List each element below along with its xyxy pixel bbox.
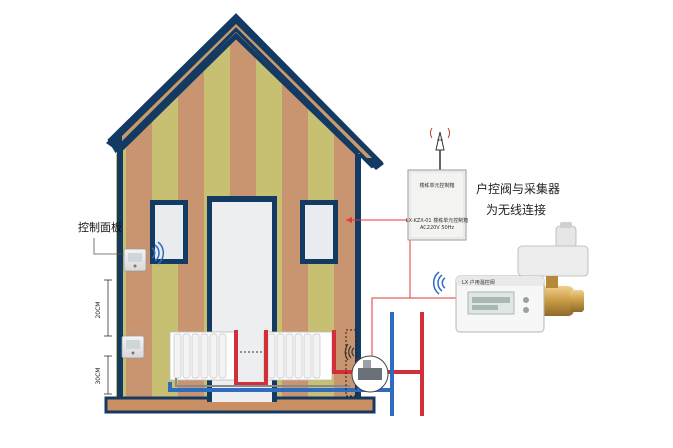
gray-pipe [175,378,350,387]
valve-wifi-icon [344,343,355,361]
return-pipe [168,312,394,416]
control-panel-lower[interactable] [121,335,145,359]
household-meter[interactable]: LX 户用温控阀 [455,275,545,333]
antenna-icon [430,127,450,172]
wireless-caption-line1: 户控阀与采集器 [476,181,560,196]
hot-pipe [234,312,424,416]
dimension-lower-label: 30CM [95,367,102,384]
meter-brand: LX 户用温控阀 [462,279,495,286]
radiator-right [263,331,333,381]
house-outline [117,32,361,400]
control-panel-upper[interactable] [123,248,147,272]
dimension-upper [104,279,112,337]
signal-arrow [346,217,352,223]
collector-line2: AC220V 50Hz [420,225,454,231]
signal-line [346,219,411,356]
device-wifi-icon [432,271,446,295]
valve-zone-dashed [345,329,357,397]
radiator-left [169,331,237,381]
collector-title: 楼栋单元控制箱 [419,182,454,189]
wireless-caption-line2: 为无线连接 [486,202,546,217]
wifi-icon [151,241,165,265]
control-panel-label: 控制面板 [78,220,122,234]
control-panel-leader [93,238,124,255]
valve-actuator [517,222,589,277]
window-right [300,200,338,264]
window-left [150,200,188,264]
inwall-valve [351,355,389,393]
collector-box[interactable]: 楼栋单元控制箱 LX-KZX-01 楼栋单元控制箱 AC220V 50Hz [406,169,468,241]
dimension-lower [104,355,112,395]
collector-line1: LX-KZX-01 楼栋单元控制箱 [406,217,468,224]
dimension-upper-label: 20CM [95,301,102,318]
